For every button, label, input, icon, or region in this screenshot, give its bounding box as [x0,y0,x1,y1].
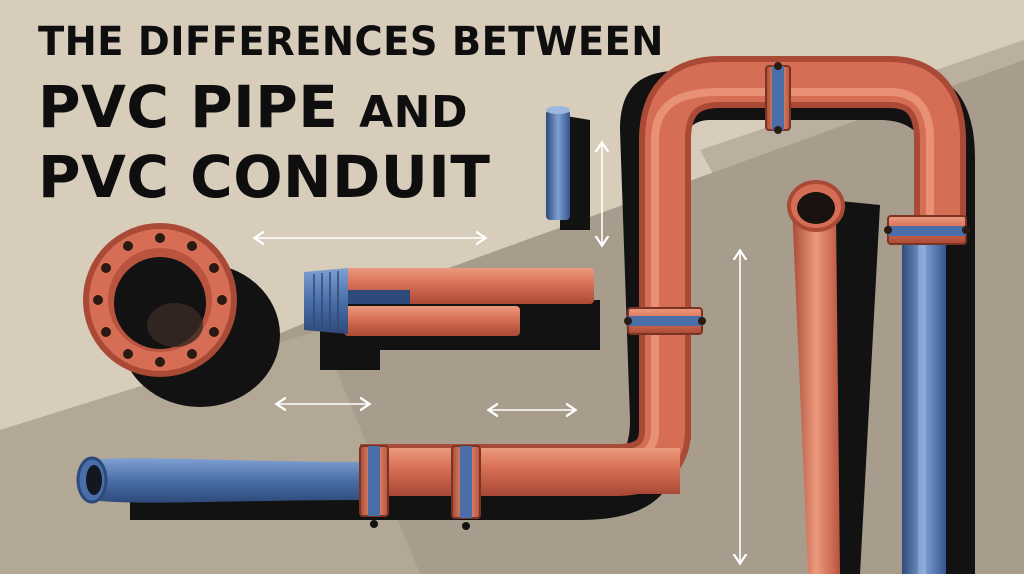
headline-line-3: PVC CONDUIT [38,143,491,211]
headline-line-1: THE DIFFERENCES BETWEEN [38,19,664,65]
middle-pipes [304,268,594,336]
dimension-arrows [256,144,740,562]
small-blue-pipe [546,106,570,220]
headline-line-2: PVC PIPE AND [38,78,690,136]
flange-right [884,215,970,245]
flange-mid [624,307,706,335]
flange-ring [83,223,237,377]
copper-pipe-vertical [787,180,845,574]
headline: THE DIFFERENCES BETWEEN PVC PIPE AND PVC… [38,22,690,206]
headline-line-2-main: PVC PIPE [38,73,339,141]
headline-line-2-tail: AND [359,87,468,138]
bottom-pipe [76,445,680,530]
flange-top [765,62,791,134]
